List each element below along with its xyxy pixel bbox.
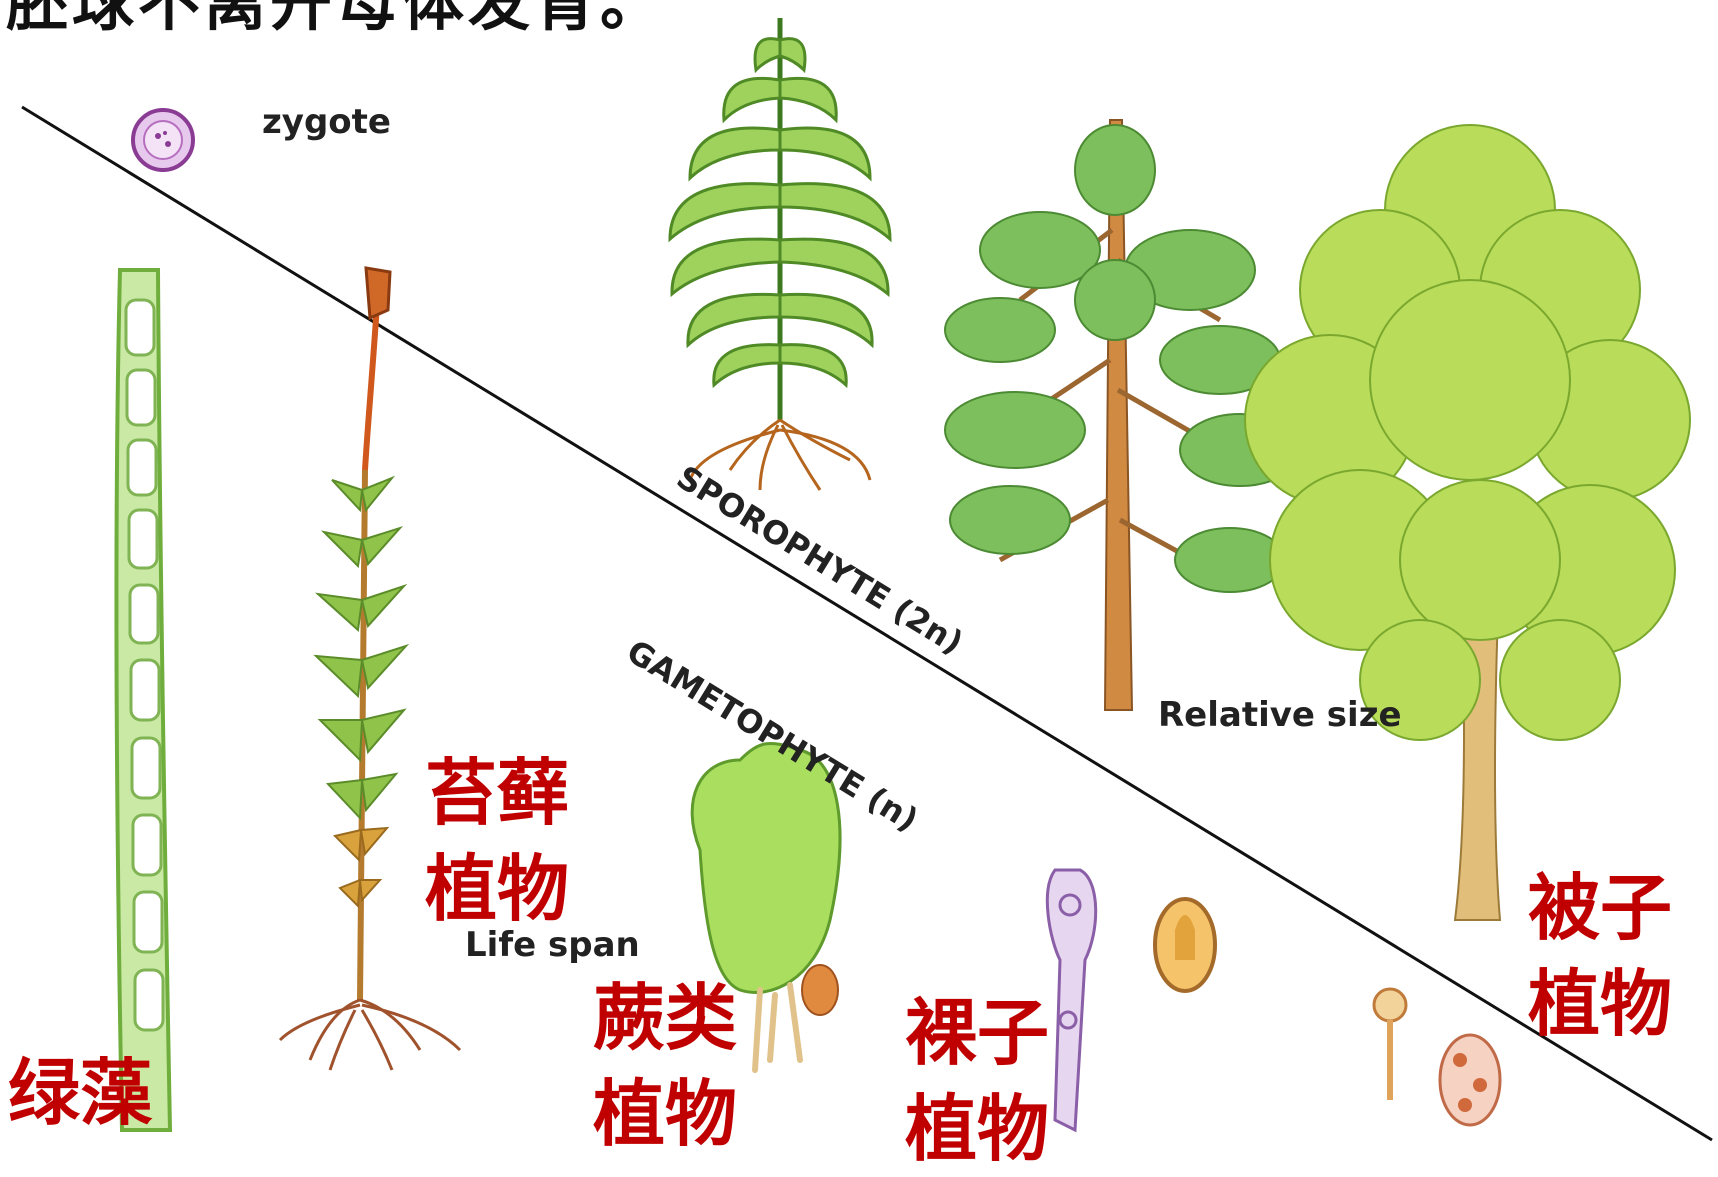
relative-size-label: Relative size xyxy=(1158,695,1402,735)
gymnosperms-label-line2: 植物 xyxy=(905,1087,1050,1171)
bryophytes-label: 苔藓 植物 xyxy=(425,745,569,937)
zygote-icon xyxy=(131,108,195,172)
ferns-label-line2: 植物 xyxy=(593,1072,738,1156)
fern-gametophyte-illustration xyxy=(690,741,842,1073)
moss-illustration xyxy=(278,266,462,1071)
ferns-label: 蕨类 植物 xyxy=(593,970,737,1162)
plant-life-cycle-diagram: 胚球不离开母体发育。 xyxy=(6,0,1713,1171)
page-heading: 胚球不离开母体发育。 xyxy=(6,0,667,39)
bryophytes-label-line1: 苔藓 xyxy=(425,751,570,835)
angiosperms-label: 被子 植物 xyxy=(1528,860,1672,1052)
diagram-illustration xyxy=(21,18,1713,1142)
angiosperms-label-line2: 植物 xyxy=(1528,962,1673,1046)
angiosperm-gametophyte-illustration xyxy=(1372,987,1502,1127)
zygote-label: zygote xyxy=(262,102,391,142)
angiosperms-label-line1: 被子 xyxy=(1528,866,1673,950)
angiosperm-tree-illustration xyxy=(1244,124,1691,921)
green-algae-label-text: 绿藻 xyxy=(8,1051,153,1135)
fern-illustration xyxy=(668,18,892,491)
gymnosperm-gametophyte-illustration xyxy=(1045,868,1217,1133)
life-span-label: Life span xyxy=(465,925,640,965)
gymnosperms-label: 裸子 植物 xyxy=(905,985,1049,1177)
green-algae-label: 绿藻 xyxy=(8,1045,152,1141)
ferns-label-line1: 蕨类 xyxy=(593,976,738,1060)
green-algae-illustration xyxy=(114,268,173,1132)
gymnosperms-label-line1: 裸子 xyxy=(905,991,1050,1075)
pine-tree-illustration xyxy=(944,119,1301,711)
sporophyte-gametophyte-divider xyxy=(21,105,1713,1142)
bryophytes-label-line2: 植物 xyxy=(425,847,570,931)
